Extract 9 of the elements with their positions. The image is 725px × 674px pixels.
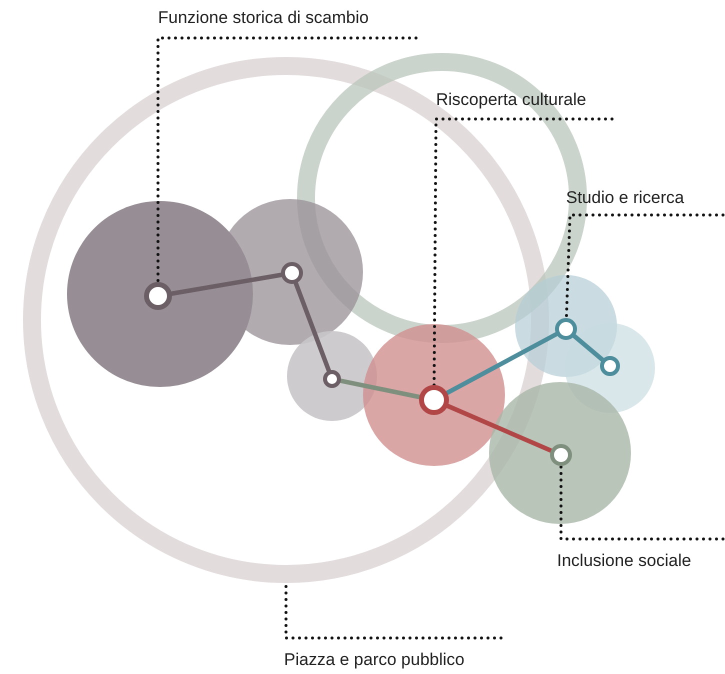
label-text: Funzione storica di scambio	[158, 8, 370, 28]
leader-line	[564, 214, 724, 320]
label-text: Inclusione sociale	[557, 551, 692, 571]
label-text: Riscoperta culturale	[436, 90, 588, 110]
leader-line	[432, 118, 614, 386]
leader-line	[560, 464, 724, 540]
label-text: Piazza e parco pubblico	[284, 650, 466, 670]
label-text: Studio e ricerca	[566, 188, 686, 208]
leader-line	[156, 36, 418, 284]
